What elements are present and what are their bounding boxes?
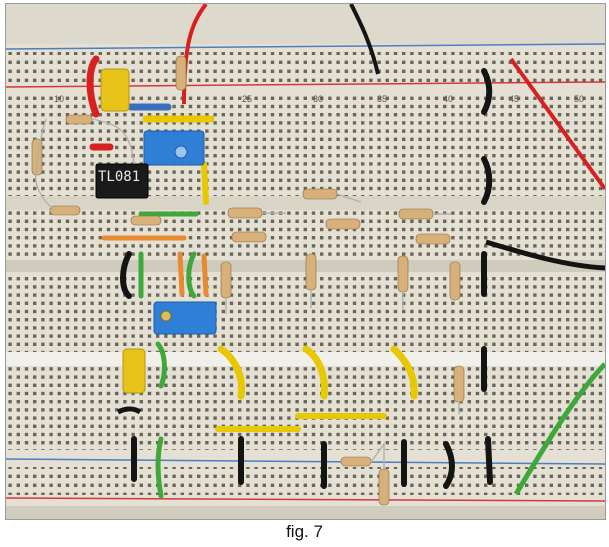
bottom-rail-red	[6, 497, 605, 502]
top-rail-blue	[6, 43, 605, 50]
board-gap	[6, 260, 605, 272]
wire-black-small	[116, 406, 142, 415]
middle-channel	[6, 352, 605, 366]
wire-red-right	[509, 57, 605, 191]
trimmer-top	[143, 130, 205, 166]
wire-yellow-2	[201, 161, 209, 205]
wire-black-jumper-2	[481, 156, 493, 205]
breadboard-photo: 10 25 30 35 40 45 50	[6, 4, 605, 519]
svg-text:30: 30	[313, 94, 323, 104]
board-top-shadow	[6, 4, 605, 44]
wire-orange-2	[177, 251, 185, 297]
wire-yellow-5	[390, 345, 418, 400]
wire-black-top	[349, 4, 380, 75]
wire-green-long	[513, 362, 605, 496]
figure-caption: fig. 7	[286, 522, 323, 541]
wire-yellow-3	[217, 345, 246, 400]
svg-text:40: 40	[443, 94, 453, 104]
wire-green-3	[155, 341, 167, 389]
svg-text:45: 45	[509, 94, 519, 104]
wire-black-long	[485, 239, 605, 271]
svg-text:10: 10	[54, 94, 64, 104]
middle-terminal-holes-2	[6, 366, 605, 450]
trimmer-top-screw	[174, 145, 188, 159]
wire-green-2	[186, 251, 197, 299]
top-terminal-holes-2	[6, 210, 605, 260]
svg-text:25: 25	[242, 94, 252, 104]
column-numbers-top: 10 25 30 35 40 45 50	[54, 94, 584, 104]
wire-red-left	[86, 55, 100, 118]
bottom-rail-holes	[6, 467, 605, 495]
bottom-rail-blue	[6, 458, 605, 465]
wire-black-jumper-11	[485, 436, 493, 485]
resistor-leads	[34, 118, 460, 469]
ic-chip-label: TL081	[98, 169, 141, 185]
wire-green-4	[155, 436, 164, 499]
trimmer-middle	[153, 301, 217, 335]
resistor-horizontal-group	[49, 114, 451, 467]
svg-text:35: 35	[377, 94, 387, 104]
resistor-vertical-group	[31, 55, 465, 506]
wire-black-jumper-10	[443, 441, 455, 489]
ic-chip	[95, 163, 149, 199]
svg-text:50: 50	[574, 94, 584, 104]
wire-black-jumper-5	[120, 251, 132, 299]
bottom-edge	[6, 506, 605, 519]
wire-black-jumper-1	[481, 68, 493, 115]
capacitor-bottom	[122, 348, 146, 394]
center-channel-top	[6, 196, 605, 210]
trimmer-middle-screw	[160, 310, 172, 322]
wire-yellow-4	[302, 345, 328, 400]
photo-frame: 10 25 30 35 40 45 50 TL081	[5, 3, 606, 520]
middle-terminal-holes	[6, 274, 605, 354]
wire-orange-3	[201, 253, 209, 297]
capacitor-top	[100, 68, 130, 112]
